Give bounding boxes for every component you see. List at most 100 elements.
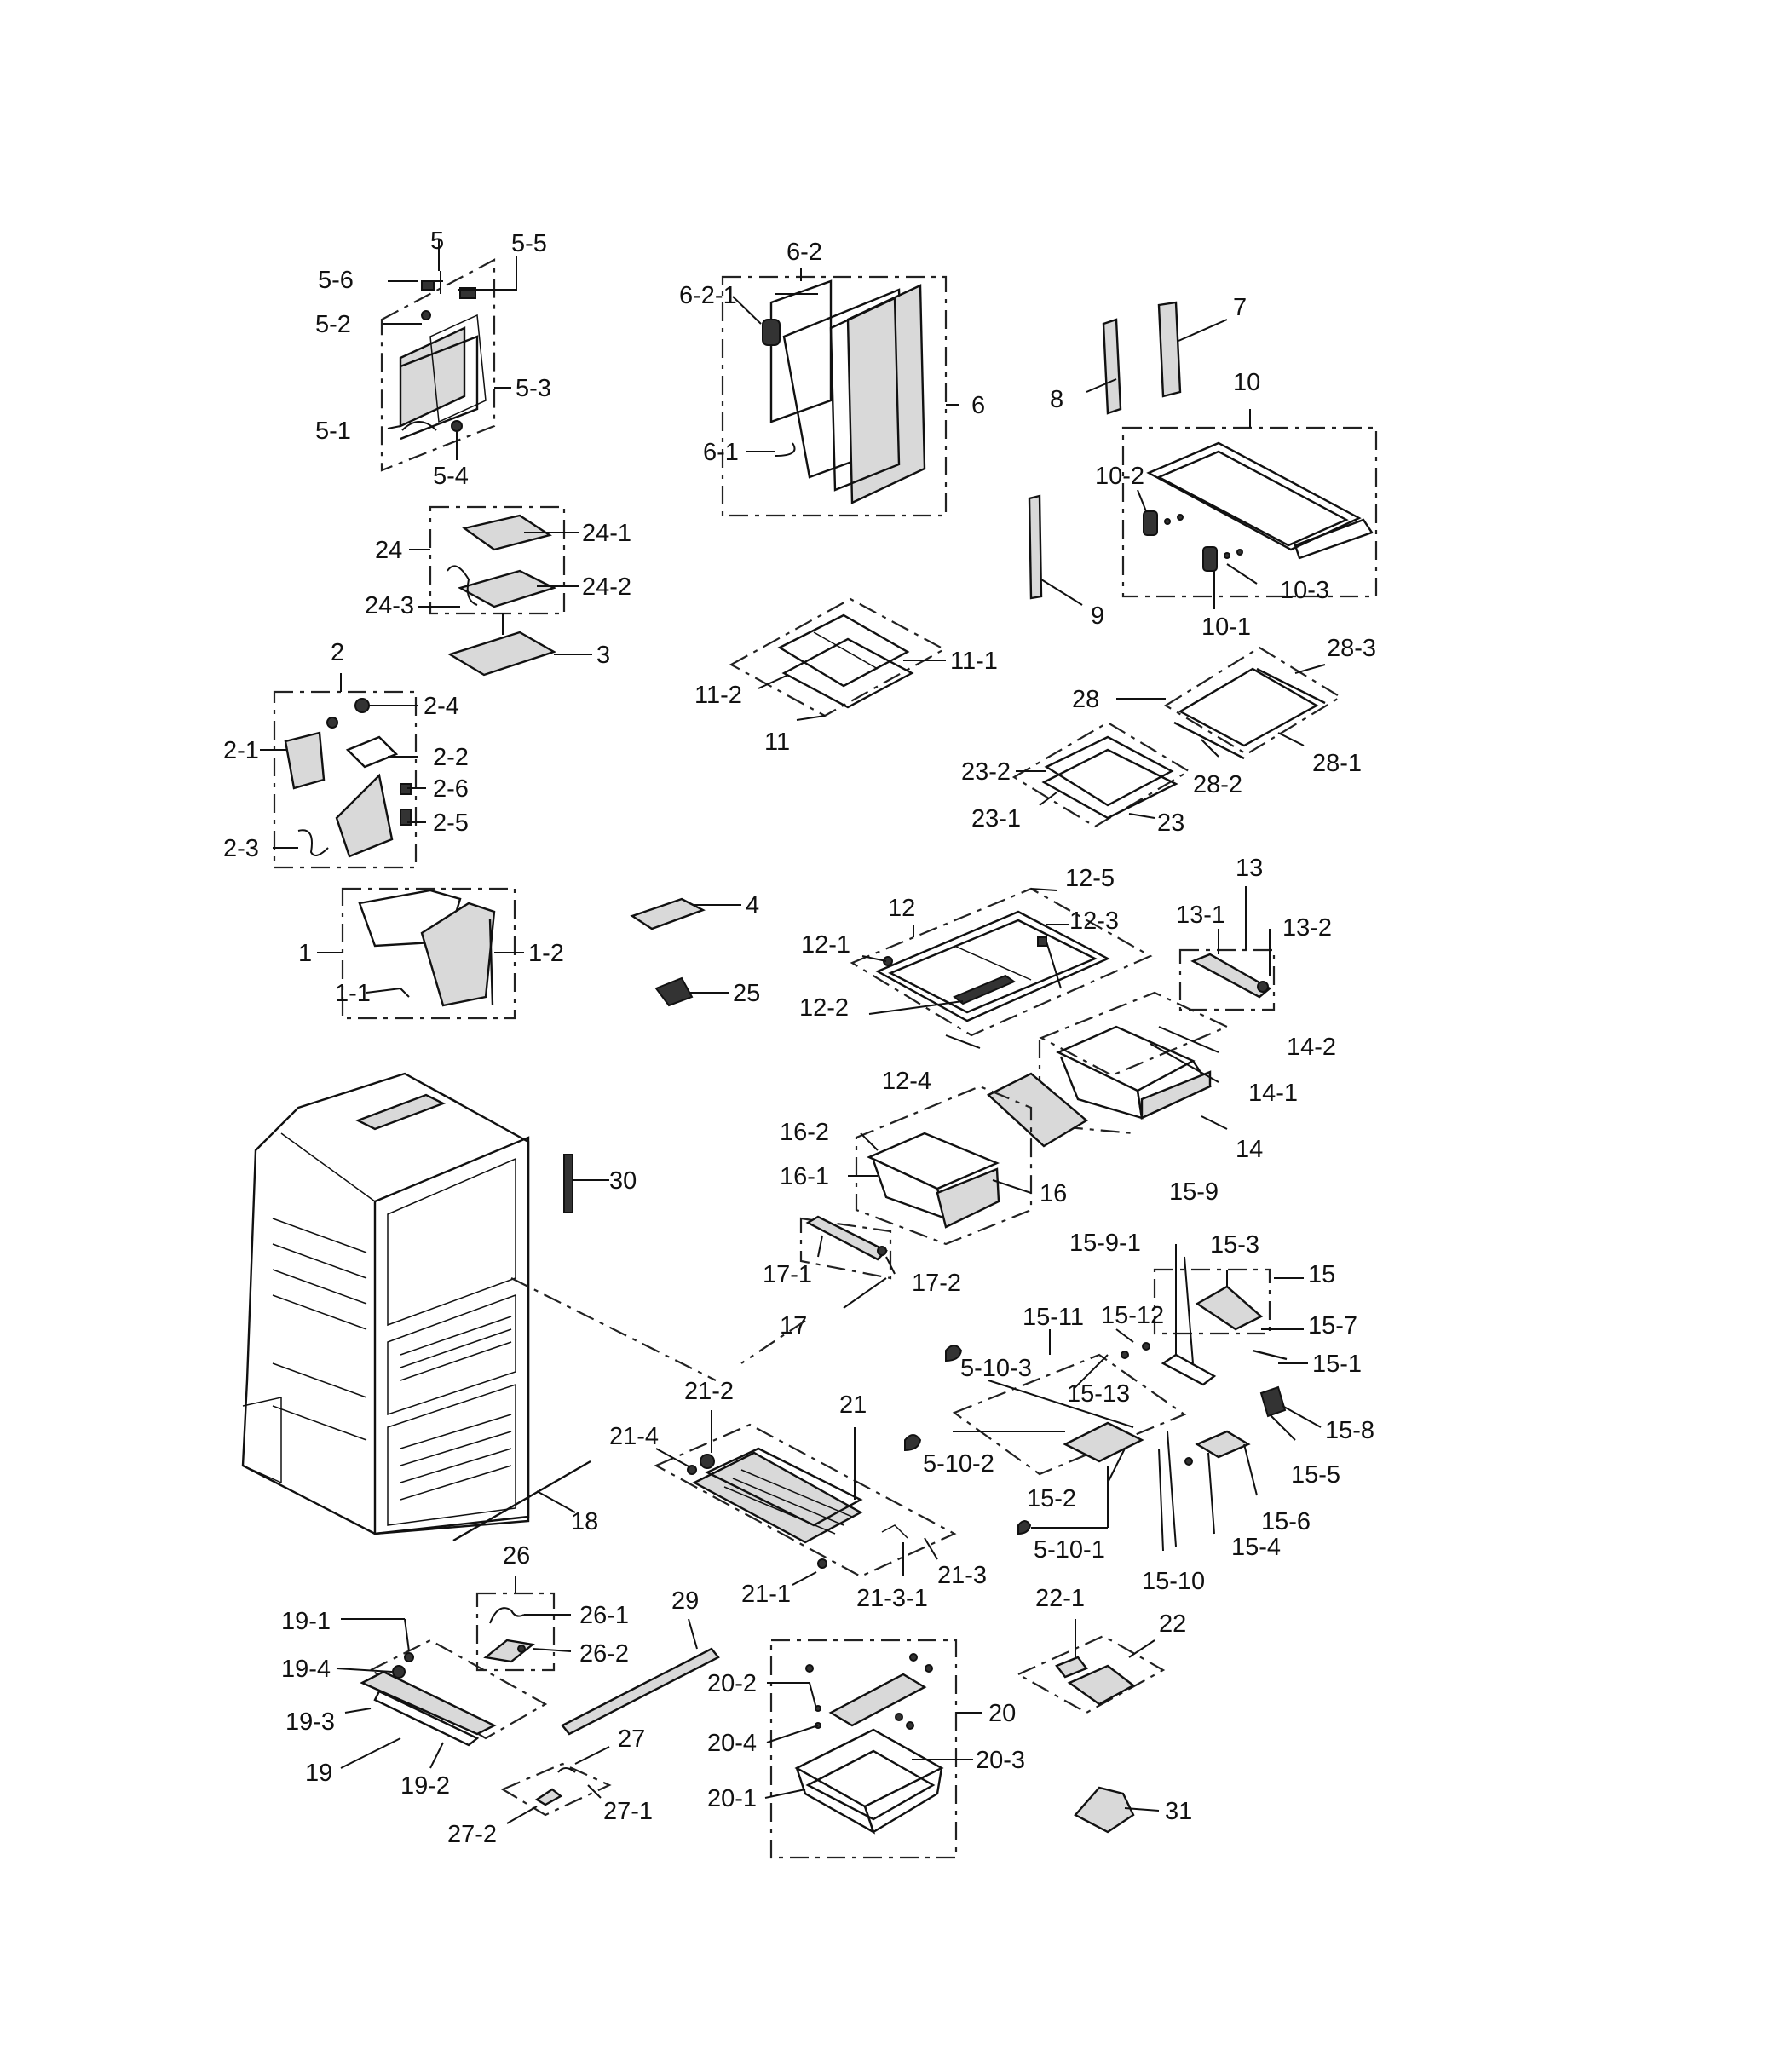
label-20-2: 20-2 — [707, 1670, 757, 1697]
label-15-9-1: 15-9-1 — [1069, 1230, 1141, 1257]
label-13-2: 13-2 — [1282, 914, 1332, 942]
label-11-2: 11-2 — [694, 682, 742, 709]
label-15-13: 15-13 — [1067, 1380, 1130, 1408]
part-7 — [1157, 301, 1182, 398]
label-7: 7 — [1233, 294, 1247, 321]
part-25 — [654, 976, 694, 1007]
part-group-14 — [1038, 991, 1230, 1135]
label-1-2: 1-2 — [528, 940, 564, 967]
label-14-1: 14-1 — [1248, 1080, 1298, 1107]
label-31: 31 — [1165, 1798, 1192, 1825]
label-6: 6 — [971, 392, 985, 419]
label-5: 5 — [430, 228, 444, 255]
label-19-4: 19-4 — [281, 1656, 331, 1683]
label-1: 1 — [298, 940, 312, 967]
label-15-10: 15-10 — [1142, 1568, 1205, 1595]
label-12-3: 12-3 — [1069, 907, 1119, 935]
label-23: 23 — [1157, 809, 1184, 837]
label-5-10-1: 5-10-1 — [1034, 1536, 1105, 1564]
label-23-2: 23-2 — [961, 758, 1011, 786]
label-28-2: 28-2 — [1193, 771, 1242, 798]
label-12-5: 12-5 — [1065, 865, 1115, 892]
label-4: 4 — [746, 892, 759, 919]
label-21-3: 21-3 — [937, 1562, 987, 1589]
label-20: 20 — [988, 1700, 1016, 1727]
label-17-2: 17-2 — [912, 1270, 961, 1297]
part-group-16 — [855, 1085, 1033, 1246]
label-15-8: 15-8 — [1325, 1417, 1374, 1444]
part-8 — [1102, 318, 1122, 415]
part-group-24 — [429, 505, 566, 635]
label-24-2: 24-2 — [582, 573, 631, 601]
label-14-2: 14-2 — [1287, 1034, 1336, 1061]
label-10-3: 10-3 — [1280, 577, 1329, 604]
part-group-10 — [1121, 426, 1378, 598]
label-12-2: 12-2 — [799, 994, 849, 1022]
label-5-10-3: 5-10-3 — [960, 1355, 1032, 1382]
label-20-1: 20-1 — [707, 1785, 757, 1812]
label-21-1: 21-1 — [741, 1581, 791, 1608]
label-5-6: 5-6 — [318, 267, 354, 294]
label-30: 30 — [609, 1167, 637, 1195]
label-15-6: 15-6 — [1261, 1508, 1311, 1535]
label-11: 11 — [764, 729, 790, 756]
label-28-3: 28-3 — [1327, 635, 1376, 662]
part-group-22 — [1016, 1634, 1166, 1714]
part-group-1 — [341, 887, 516, 1020]
label-10-1: 10-1 — [1201, 614, 1251, 641]
label-14: 14 — [1236, 1136, 1263, 1163]
label-15-12: 15-12 — [1101, 1302, 1164, 1329]
label-21-2: 21-2 — [684, 1378, 734, 1405]
label-5-5: 5-5 — [511, 230, 547, 257]
label-28-1: 28-1 — [1312, 750, 1362, 777]
label-26-2: 26-2 — [579, 1640, 629, 1668]
label-20-3: 20-3 — [976, 1747, 1025, 1774]
label-21-4: 21-4 — [609, 1423, 659, 1450]
part-group-17 — [799, 1215, 892, 1280]
label-6-2: 6-2 — [787, 239, 822, 266]
label-24-3: 24-3 — [365, 592, 414, 619]
label-2-1: 2-1 — [223, 737, 259, 764]
label-28: 28 — [1072, 686, 1099, 713]
label-10-2: 10-2 — [1095, 463, 1144, 490]
label-15-5: 15-5 — [1291, 1461, 1340, 1489]
part-group-6 — [721, 275, 948, 517]
label-16-1: 16-1 — [780, 1163, 829, 1190]
label-25: 25 — [733, 980, 760, 1007]
label-19-1: 19-1 — [281, 1608, 331, 1635]
label-8: 8 — [1050, 386, 1063, 413]
label-17: 17 — [780, 1312, 807, 1339]
label-15-11: 15-11 — [1023, 1304, 1084, 1331]
label-2-5: 2-5 — [433, 809, 469, 837]
part-group-20 — [769, 1639, 958, 1859]
part-group-19 — [360, 1639, 548, 1747]
part-group-2 — [273, 690, 418, 869]
label-5-2: 5-2 — [315, 311, 351, 338]
part-31 — [1074, 1786, 1135, 1834]
label-19: 19 — [305, 1760, 332, 1787]
part-3 — [447, 631, 556, 677]
label-24-1: 24-1 — [582, 520, 631, 547]
part-housing — [986, 1072, 1089, 1148]
label-21: 21 — [839, 1391, 867, 1419]
label-18: 18 — [571, 1508, 598, 1535]
label-12: 12 — [888, 895, 915, 922]
label-2-4: 2-4 — [424, 693, 459, 720]
label-22: 22 — [1159, 1610, 1186, 1638]
part-29 — [561, 1647, 720, 1736]
label-10: 10 — [1233, 369, 1260, 396]
label-23-1: 23-1 — [971, 805, 1021, 832]
label-12-1: 12-1 — [801, 931, 850, 959]
label-27: 27 — [618, 1725, 645, 1753]
label-17-1: 17-1 — [763, 1261, 812, 1288]
label-26-1: 26-1 — [579, 1602, 629, 1629]
part-group-5 — [380, 258, 496, 472]
label-27-1: 27-1 — [603, 1798, 653, 1825]
label-5-10-2: 5-10-2 — [923, 1450, 994, 1478]
label-2: 2 — [331, 639, 344, 666]
label-13-1: 13-1 — [1176, 902, 1225, 929]
part-18 — [452, 1460, 591, 1542]
label-15-3: 15-3 — [1210, 1231, 1259, 1259]
label-1-1: 1-1 — [335, 980, 371, 1007]
